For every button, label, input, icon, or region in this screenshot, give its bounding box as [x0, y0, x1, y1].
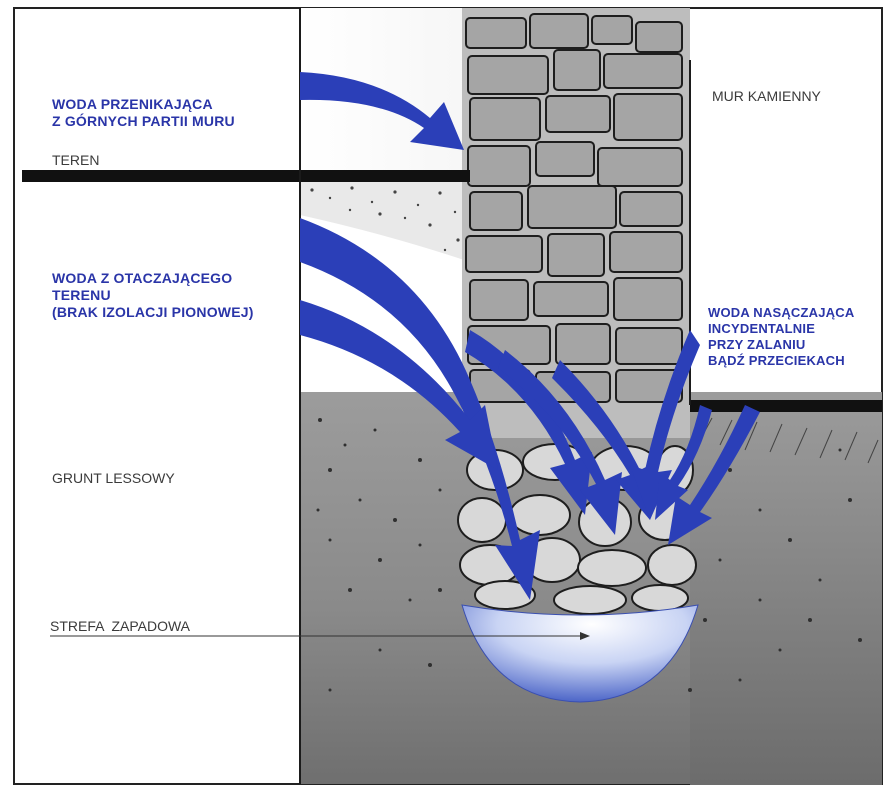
label-stone-wall: MUR KAMIENNY	[712, 88, 821, 105]
label-water-incidental: WODA NASĄCZAJĄCA INCYDENTALNIE PRZY ZALA…	[708, 305, 854, 369]
label-loess-soil: GRUNT LESSOWY	[52, 470, 175, 487]
ground-line-right	[690, 400, 882, 412]
wall-stones	[466, 14, 682, 402]
label-terrain: TEREN	[52, 152, 99, 169]
label-collapse-zone: STREFA ZAPADOWA	[50, 618, 190, 635]
label-water-surrounding: WODA Z OTACZAJĄCEGO TERENU (BRAK IZOLACJ…	[52, 270, 254, 321]
label-water-upper-wall: WODA PRZENIKAJĄCA Z GÓRNYCH PARTII MURU	[52, 96, 235, 130]
ground-line-left	[22, 170, 470, 182]
